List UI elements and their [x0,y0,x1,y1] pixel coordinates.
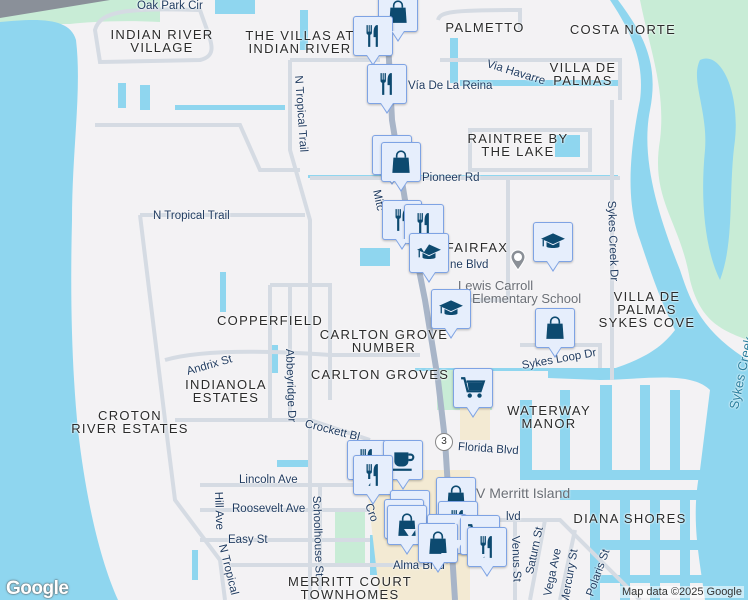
restaurant-marker[interactable] [353,16,393,66]
area-label-palmetto: PALMETTO [445,20,525,35]
poi-label-merritt-island[interactable]: V Merritt Island [476,485,571,501]
restaurant-marker[interactable] [467,527,507,577]
restaurant-icon [411,211,437,237]
road-label-oak-park-cir: Oak Park Cir [137,0,203,12]
road-label-pioneer-rd: Pioneer Rd [422,172,480,184]
google-logo: Google [6,578,69,599]
school-icon [438,296,464,322]
shopping-bag-icon [388,149,414,175]
shopping-bag-icon [425,530,451,556]
restaurant-icon [474,534,500,560]
area-label-costa-norte: COSTA NORTE [569,22,677,37]
restaurant-icon [374,71,400,97]
road-label-easy-st: Easy St [228,534,268,546]
restaurant-marker[interactable] [367,64,407,114]
shopping-bag-marker[interactable] [535,308,575,358]
school-pin-icon[interactable] [510,249,526,271]
road-label-venus-st: Venus St [509,535,523,583]
map-attribution[interactable]: Map data ©2025 Google [619,586,744,598]
road-label-roosevelt-ave: Roosevelt Ave [232,503,306,515]
road-label-abbeyridge-dr: Abbeyridge Dr [283,348,298,423]
area-label-copperfield: COPPERFIELD [216,313,324,328]
road-label-via-de-la-reina: Vía De La Reina [408,80,493,92]
school-marker[interactable] [533,222,573,272]
road-label-n-tropical-trail: N Tropical Trail [153,210,230,222]
area-label-diana-shores: DIANA SHORES [573,511,687,526]
shopping-cart-icon [460,375,486,401]
shopping-bag-icon [385,0,411,25]
school-icon [540,229,566,255]
area-label-carlton-groves: CARLTON GROVES [310,367,450,382]
coffee-icon [390,447,416,473]
shopping-cart-marker[interactable] [453,368,493,418]
school-marker[interactable] [431,289,471,339]
route-3-shield: 3 [435,433,453,451]
shopping-bag-icon [542,315,568,341]
school-marker[interactable] [409,233,449,283]
area-label-fairfax: FAIRFAX [445,240,509,255]
road-label-lvd: lvd [506,511,521,523]
road-label-lincoln-ave: Lincoln Ave [239,474,298,486]
road-label-ne-blvd: ne Blvd [450,259,489,271]
restaurant-icon [360,23,386,49]
restaurant-marker[interactable] [353,455,393,505]
road-label-hill-ave: Hill Ave [212,491,226,531]
